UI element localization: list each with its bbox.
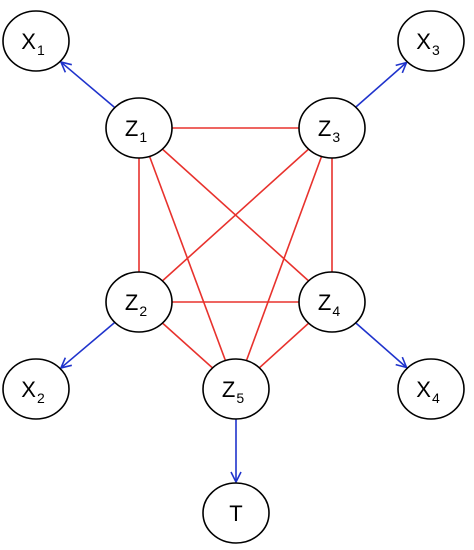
node-label: Z3 — [318, 116, 340, 145]
node-z3: Z3 — [298, 97, 366, 159]
edge-z3-z5 — [235, 127, 333, 390]
node-label-subscript: 3 — [432, 42, 440, 58]
node-z2: Z2 — [105, 271, 173, 333]
node-label: X2 — [21, 377, 45, 406]
node-label-subscript: 1 — [37, 42, 45, 58]
node-label: Z5 — [222, 377, 244, 406]
node-label-main: T — [229, 501, 242, 526]
node-circle — [2, 358, 70, 420]
node-circle — [202, 482, 270, 544]
node-label-main: X — [416, 377, 431, 402]
node-label-subscript: 4 — [332, 303, 340, 319]
edge-z3-z2 — [138, 127, 333, 303]
node-label-main: X — [21, 29, 36, 54]
node-label: Z4 — [318, 290, 340, 319]
node-label: Z2 — [125, 290, 147, 319]
node-label-subscript: 5 — [236, 390, 244, 406]
node-z1: Z1 — [105, 97, 173, 159]
node-x1: X1 — [2, 10, 70, 72]
node-label-main: Z — [125, 116, 138, 141]
node-label-main: X — [416, 29, 431, 54]
node-circle — [397, 358, 465, 420]
arrow-z4-to-x4 — [355, 322, 407, 368]
node-label-main: X — [21, 377, 36, 402]
node-x2: X2 — [2, 358, 70, 420]
node-label-main: Z — [125, 290, 138, 315]
node-label-subscript: 2 — [37, 390, 45, 406]
node-label-subscript: 1 — [139, 129, 147, 145]
node-label: X3 — [416, 29, 440, 58]
node-circle — [397, 10, 465, 72]
arrow-z3-to-x3 — [355, 63, 407, 108]
node-x3: X3 — [397, 10, 465, 72]
node-label: T — [229, 501, 242, 526]
arrow-z1-to-x1 — [61, 62, 116, 109]
node-label: Z1 — [125, 116, 147, 145]
node-label: X4 — [416, 377, 440, 406]
node-circle — [298, 271, 366, 333]
arrow-z2-to-x2 — [61, 321, 116, 368]
node-t: T — [202, 482, 270, 544]
node-x4: X4 — [397, 358, 465, 420]
node-label-main: Z — [222, 377, 235, 402]
node-label-subscript: 3 — [332, 129, 340, 145]
node-label-subscript: 4 — [432, 390, 440, 406]
node-circle — [105, 97, 173, 159]
node-circle — [202, 358, 270, 420]
node-label-main: Z — [318, 290, 331, 315]
node-circle — [298, 97, 366, 159]
node-label: X1 — [21, 29, 45, 58]
node-label-subscript: 2 — [139, 303, 147, 319]
node-z4: Z4 — [298, 271, 366, 333]
node-label-main: Z — [318, 116, 331, 141]
node-circle — [2, 10, 70, 72]
node-circle — [105, 271, 173, 333]
node-z5: Z5 — [202, 358, 270, 420]
